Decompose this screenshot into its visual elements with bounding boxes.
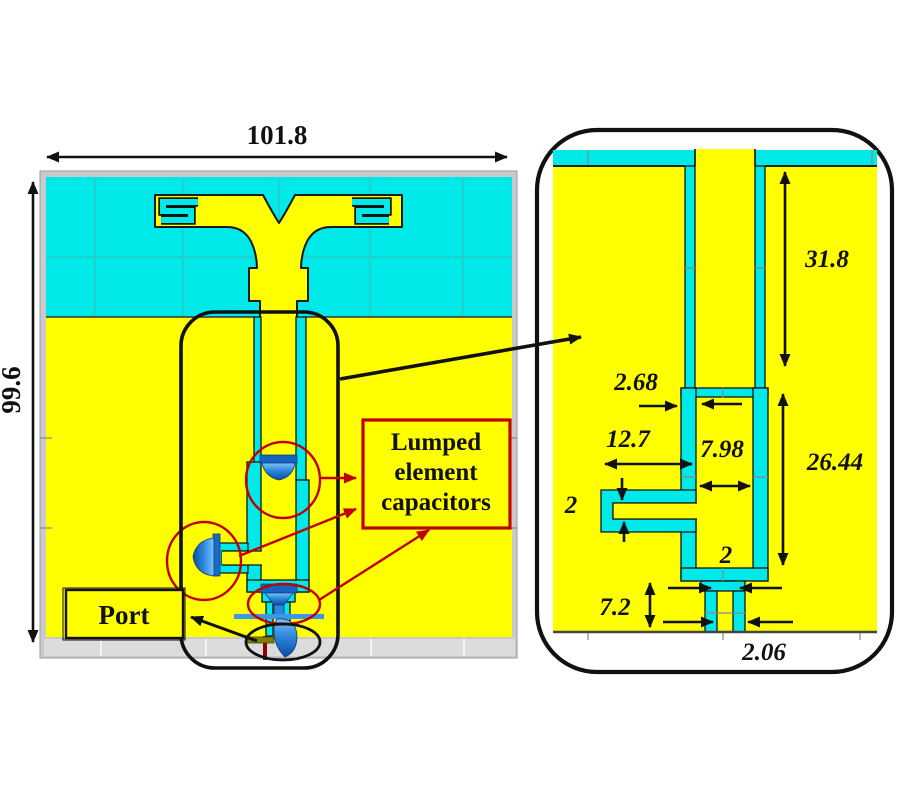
zoom-region-outline bbox=[179, 310, 340, 670]
capacitor-callout: Lumped element capacitors bbox=[361, 418, 512, 530]
capacitor-circle-middle bbox=[165, 520, 243, 602]
stub-slot-width-label: 2 bbox=[564, 492, 578, 519]
feed-slot-length-label: 31.8 bbox=[804, 246, 849, 273]
capacitor-callout-line1: Lumped bbox=[391, 429, 481, 456]
right-panel: 31.8 2.68 12.7 7.98 26.44 2 2 7.2 2.06 bbox=[534, 127, 895, 675]
port-structure bbox=[234, 614, 324, 660]
capacitor-callout-line2: element bbox=[394, 459, 478, 486]
port-line bbox=[234, 614, 324, 619]
port-circle bbox=[244, 622, 322, 662]
stub-length-label: 12.7 bbox=[606, 426, 651, 453]
t-radiator bbox=[154, 194, 403, 319]
meander-slot-right bbox=[352, 197, 392, 225]
magnified-dimensions: 31.8 2.68 12.7 7.98 26.44 2 2 7.2 2.06 bbox=[564, 171, 863, 666]
width-dim-label: 101.8 bbox=[247, 120, 308, 150]
height-dim-label: 99.6 bbox=[0, 366, 26, 413]
magnify-arrow bbox=[339, 333, 582, 381]
magnified-slot-structure bbox=[600, 165, 769, 633]
red-arrow-middle bbox=[238, 507, 357, 558]
port-blob bbox=[273, 618, 298, 658]
capacitor-callout-line3: capacitors bbox=[381, 489, 491, 516]
cavity-height-label: 26.44 bbox=[806, 449, 863, 476]
capacitor-middle bbox=[192, 533, 221, 577]
red-arrow-bottom bbox=[318, 528, 430, 602]
cavity-width-label: 7.98 bbox=[700, 436, 744, 463]
port-callout: Port bbox=[62, 587, 186, 641]
port-section-height-label: 7.2 bbox=[599, 594, 630, 621]
port-gap-width-label: 2.06 bbox=[741, 639, 786, 666]
port-label: Port bbox=[99, 600, 150, 630]
slot-width-label: 2.68 bbox=[613, 369, 658, 396]
capacitor-circle-top bbox=[244, 440, 322, 520]
meander-slot-left bbox=[158, 197, 198, 225]
magnified-grid-ticks bbox=[681, 267, 768, 614]
left-panel: Port Lumped element capacitors 101.8 99.… bbox=[0, 120, 518, 670]
port-arrow bbox=[190, 615, 258, 643]
capacitor-top bbox=[259, 454, 298, 481]
neck-width-label: 2 bbox=[719, 542, 733, 569]
